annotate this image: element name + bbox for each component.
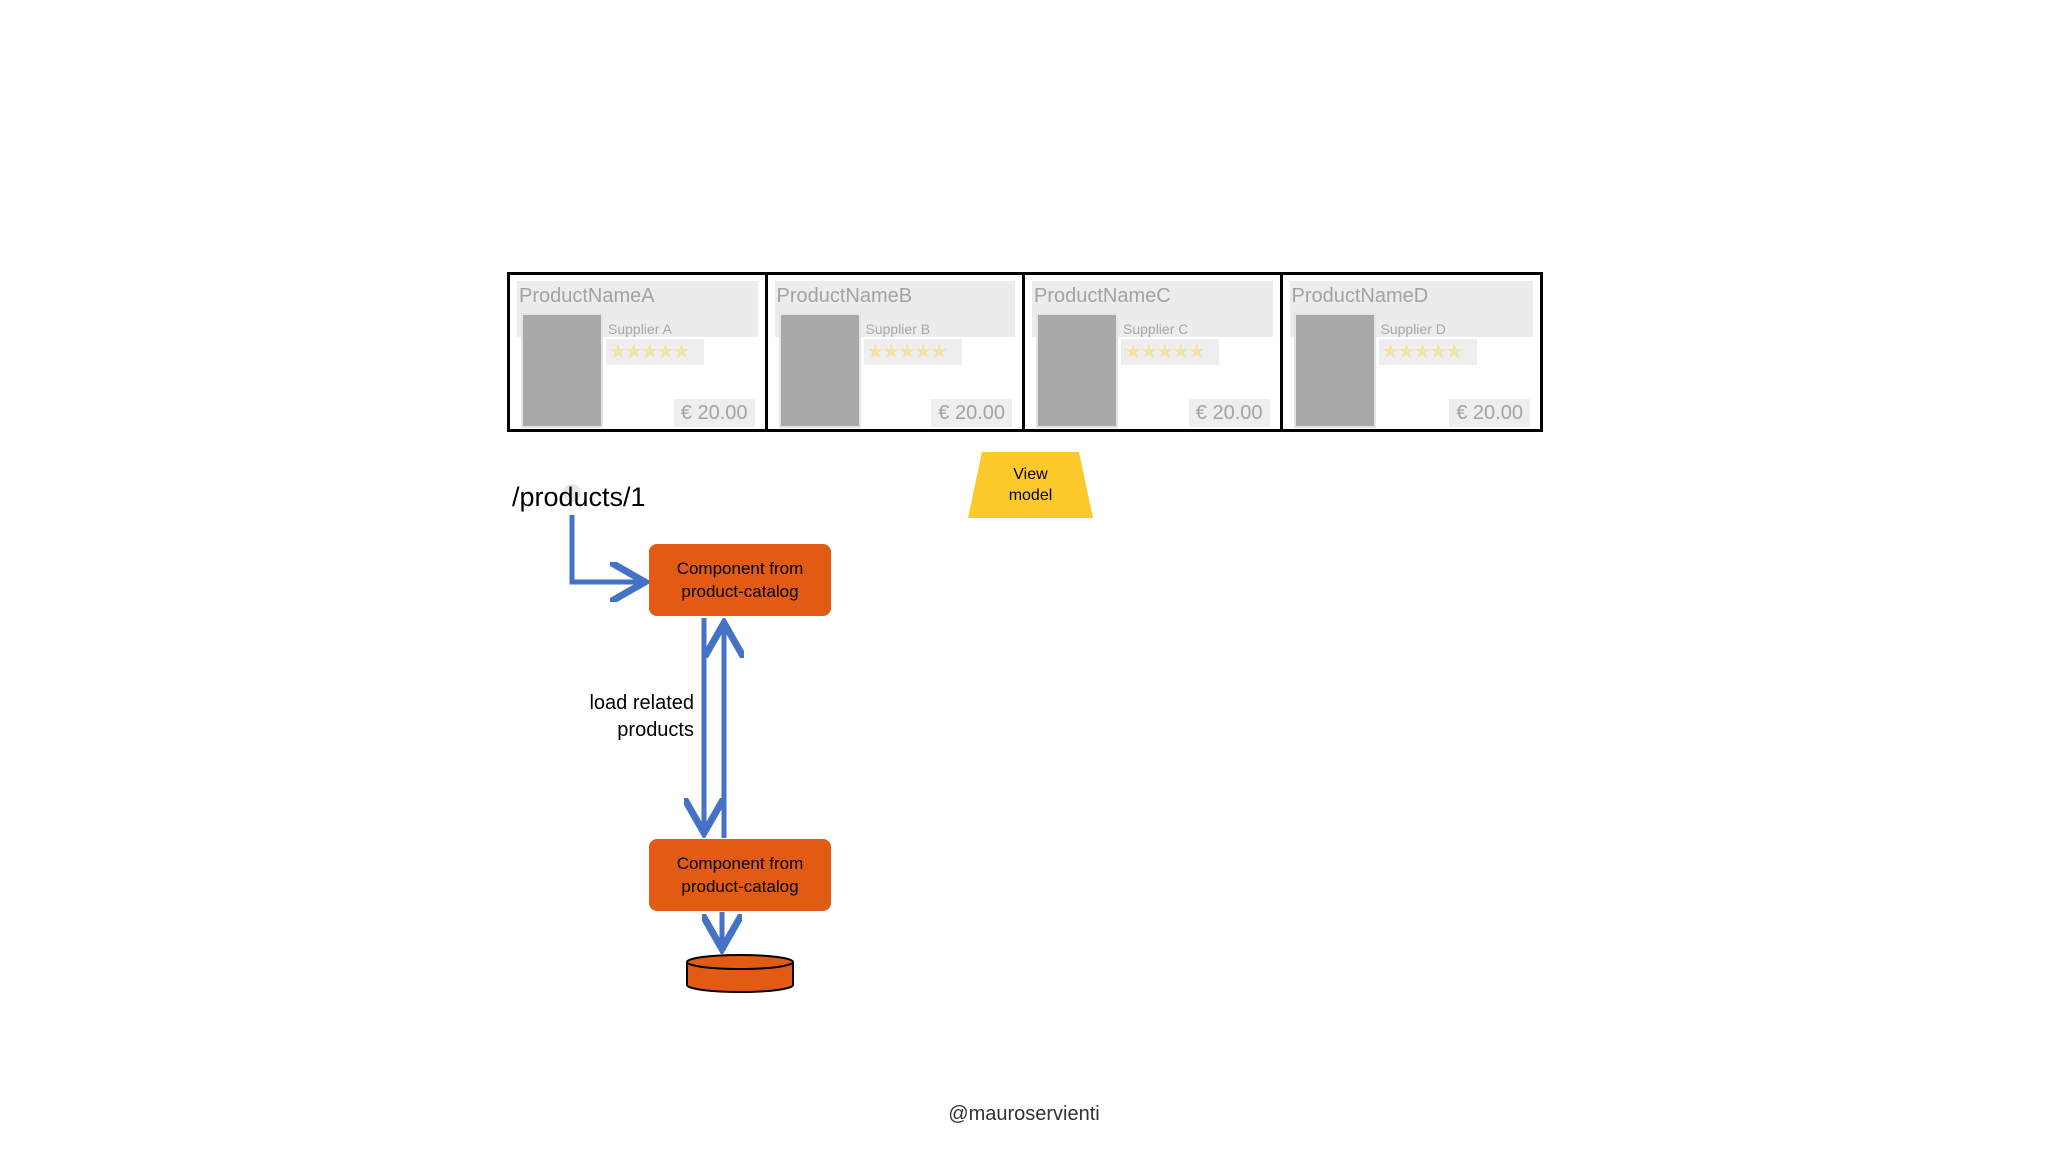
product-image-placeholder xyxy=(778,313,861,428)
product-card[interactable]: ProductNameB Supplier B ★★★★★ € 20.00 xyxy=(767,275,1025,429)
product-name: ProductNameD xyxy=(1291,285,1429,307)
supplier-name: Supplier B xyxy=(865,321,931,337)
product-card[interactable]: ProductNameC Supplier C ★★★★★ € 20.00 xyxy=(1025,275,1283,429)
rating-stars-icon: ★★★★★ xyxy=(606,339,704,365)
route-label: /products/1 xyxy=(512,482,646,512)
database-icon xyxy=(686,954,794,993)
supplier-name: Supplier D xyxy=(1380,321,1446,337)
product-card[interactable]: ProductNameD Supplier D ★★★★★ € 20.00 xyxy=(1282,275,1540,429)
rating-stars-icon: ★★★★★ xyxy=(1378,339,1477,365)
product-price: € 20.00 xyxy=(1188,399,1270,427)
rating-stars-icon: ★★★★★ xyxy=(863,339,962,365)
product-image-placeholder xyxy=(1293,313,1376,428)
view-model-trapezoid xyxy=(968,452,1093,518)
view-model-badge: View model xyxy=(968,452,1093,518)
route-to-component-arrow xyxy=(569,515,640,582)
product-name: ProductNameA xyxy=(519,285,655,307)
author-handle: @mauroservienti xyxy=(948,1103,1100,1125)
component-product-catalog-top: Component from product-catalog xyxy=(649,544,831,616)
rating-stars-icon: ★★★★★ xyxy=(1121,339,1219,365)
product-name: ProductNameC xyxy=(1034,285,1171,307)
product-image-placeholder xyxy=(1036,313,1118,428)
product-name: ProductNameB xyxy=(776,285,913,307)
supplier-name: Supplier A xyxy=(608,321,672,337)
product-list-strip: ProductNameA Supplier A ★★★★★ € 20.00 Pr… xyxy=(507,272,1543,432)
product-price: € 20.00 xyxy=(1449,399,1530,427)
product-price: € 20.00 xyxy=(673,399,755,427)
supplier-name: Supplier C xyxy=(1123,321,1189,337)
product-price: € 20.00 xyxy=(931,399,1012,427)
product-image-placeholder xyxy=(521,313,603,428)
route-start-dot xyxy=(563,484,581,502)
load-related-products-label: load related products xyxy=(589,692,694,741)
view-model-shape xyxy=(968,452,1093,518)
component-product-catalog-bottom: Component from product-catalog xyxy=(649,839,831,911)
view-model-label: View model xyxy=(1008,466,1053,504)
product-card[interactable]: ProductNameA Supplier A ★★★★★ € 20.00 xyxy=(510,275,768,429)
